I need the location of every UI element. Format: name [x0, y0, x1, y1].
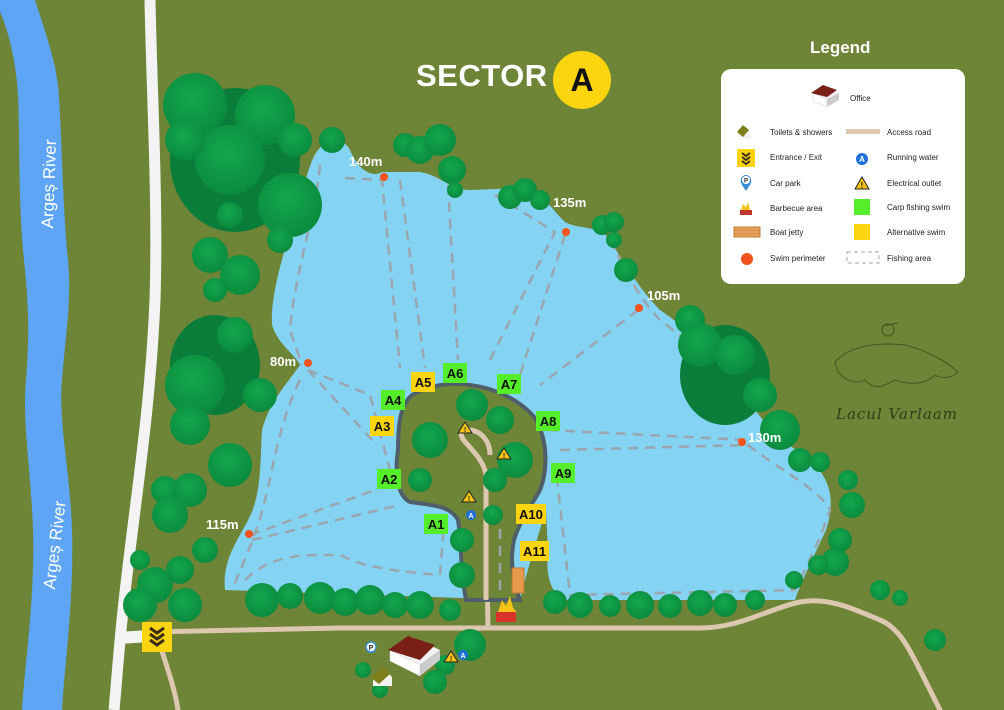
- legend-label: Running water: [887, 153, 939, 162]
- toilets-building: [371, 666, 392, 686]
- entrance-icon: [737, 149, 755, 167]
- running-water-icon: A: [856, 153, 868, 165]
- swim-perimeter-markers: [245, 173, 746, 538]
- legend-label: Boat jetty: [770, 228, 804, 237]
- distance-label: 130m: [748, 430, 782, 445]
- distance-label: 105m: [647, 288, 681, 303]
- lake: [224, 140, 831, 600]
- svg-text:A: A: [468, 513, 473, 520]
- legend-label: Swim perimeter: [770, 254, 826, 263]
- legend-title: Legend: [810, 38, 871, 57]
- svg-text:A: A: [460, 653, 465, 660]
- access-road-icon: [846, 129, 880, 134]
- carp-swim-icon: [854, 199, 870, 215]
- swim-marker-a9[interactable]: A9: [551, 463, 575, 483]
- svg-text:!: !: [468, 496, 470, 503]
- lake-brand-name: Lacul Varlaam: [836, 405, 959, 423]
- svg-text:P: P: [744, 179, 748, 185]
- legend-label: Carp fishing swim: [887, 203, 951, 212]
- legend-label: Access road: [887, 128, 932, 137]
- car-park-marker[interactable]: P: [365, 641, 377, 656]
- svg-text:P: P: [369, 645, 374, 652]
- boat-jetty: [511, 567, 525, 594]
- legend-label: Entrance / Exit: [770, 153, 823, 162]
- legend-label: Alternative swim: [887, 228, 946, 237]
- sector-badge: A: [553, 51, 611, 109]
- river-label-top: Argeș River: [38, 139, 61, 229]
- alternative-swim-icon: [854, 224, 870, 240]
- toilet-icon: [737, 125, 751, 139]
- legend-label: Toilets & showers: [770, 128, 833, 137]
- svg-text:!: !: [450, 656, 452, 663]
- svg-text:!: !: [503, 453, 505, 460]
- swim-marker-a10[interactable]: A10: [516, 504, 546, 524]
- distance-label: 80m: [270, 354, 297, 369]
- running-water-markers: A A: [458, 510, 476, 660]
- legend-office-label: Office: [850, 94, 871, 103]
- svg-text:A: A: [859, 155, 865, 164]
- svg-text:!: !: [861, 181, 864, 190]
- swim-perimeter-icon: [741, 253, 753, 265]
- swim-marker-a6[interactable]: A6: [443, 363, 467, 383]
- legend-label: Barbecue area: [770, 204, 823, 213]
- swim-marker-a7[interactable]: A7: [497, 374, 521, 394]
- distance-label: 140m: [349, 154, 383, 169]
- entrance-marker[interactable]: [142, 622, 172, 652]
- carp-logo-drawing: [834, 322, 959, 388]
- trees: [123, 73, 946, 698]
- barbecue-area: [496, 596, 517, 622]
- sector-title: SECTOR: [416, 58, 548, 93]
- swim-marker-a1[interactable]: A1: [424, 514, 448, 534]
- swim-marker-a3[interactable]: A3: [370, 416, 394, 436]
- main-road: [108, 0, 162, 710]
- svg-text:!: !: [464, 427, 466, 434]
- barbecue-icon: [740, 202, 752, 215]
- legend-panel: Office Toilets & showers Entrance / Exit…: [721, 69, 965, 284]
- arges-river: [0, 0, 73, 710]
- electrical-outlet-icon: !: [854, 176, 870, 190]
- legend-label: Fishing area: [887, 254, 932, 263]
- legend-label: Car park: [770, 179, 801, 188]
- swim-marker-a11[interactable]: A11: [520, 541, 550, 561]
- distance-label: 135m: [553, 195, 587, 210]
- swim-marker-a4[interactable]: A4: [381, 390, 405, 410]
- swim-marker-a8[interactable]: A8: [536, 411, 560, 431]
- office-building: [388, 636, 440, 677]
- swim-marker-a2[interactable]: A2: [377, 469, 401, 489]
- peninsula-road: [458, 427, 493, 600]
- distance-label: 115m: [206, 517, 239, 532]
- fishing-area-icon: [846, 251, 880, 264]
- car-park-icon: P: [740, 175, 752, 191]
- office-icon: [811, 85, 839, 108]
- electrical-outlets: ! ! ! !: [443, 421, 512, 663]
- boat-jetty-icon: [733, 226, 761, 238]
- legend-label: Electrical outlet: [887, 179, 942, 188]
- swim-marker-a5[interactable]: A5: [411, 372, 435, 392]
